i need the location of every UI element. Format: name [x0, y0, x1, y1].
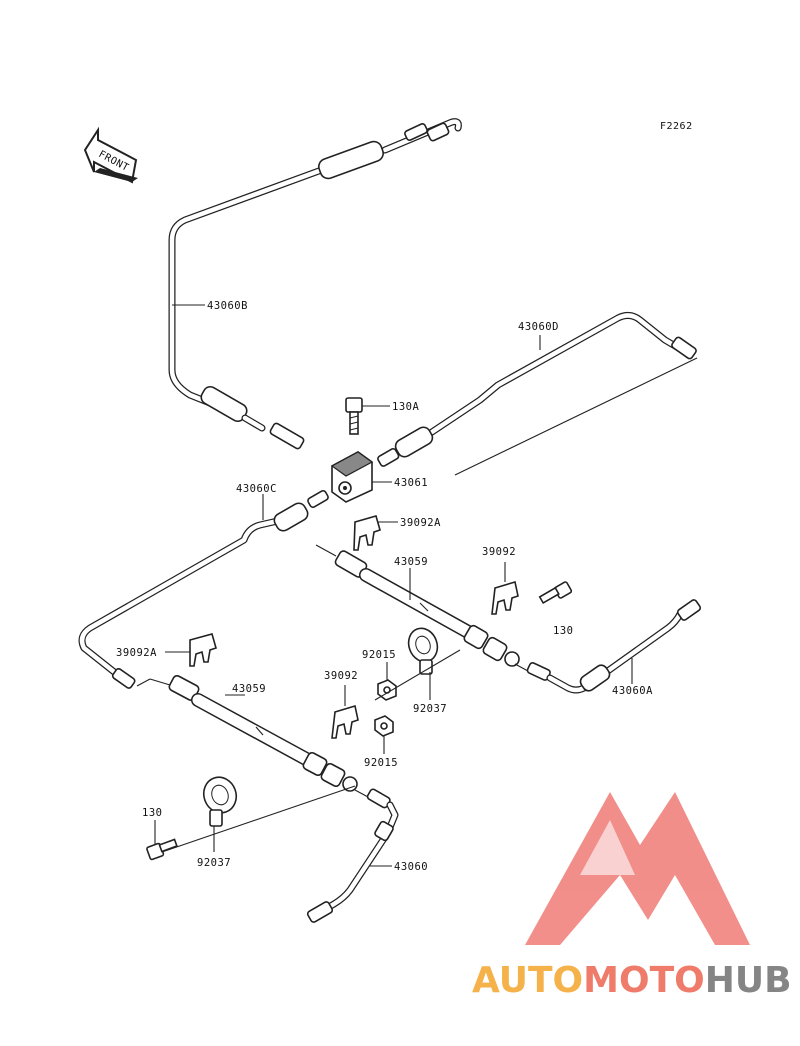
- label-bolt-130-lower: 130: [142, 807, 162, 819]
- bolt-130-lower: [146, 838, 178, 861]
- label-clip-39092a-top: 39092A: [400, 517, 441, 529]
- label-hose-43060a: 43060A: [612, 685, 653, 697]
- front-arrow-icon: FRONT: [83, 126, 138, 184]
- label-hose-43060c: 43060C: [236, 483, 277, 495]
- label-hose-43059-lower: 43059: [232, 683, 266, 695]
- watermark-triangle-logo: [525, 792, 750, 945]
- bolt-130-upper: [538, 581, 573, 605]
- hose-43059-upper: [315, 544, 520, 667]
- hose-43059-lower: [136, 674, 358, 792]
- clamp-92037-lower: [202, 776, 238, 827]
- watermark-auto: AUTO: [472, 960, 583, 1001]
- label-bolt-130-upper: 130: [553, 625, 573, 637]
- hose-43060c: [78, 489, 329, 689]
- svg-text:AUTOMOTOHUB: AUTOMOTOHUB: [472, 960, 792, 1001]
- label-clip-39092-upper: 39092: [482, 546, 516, 558]
- label-clamp-92037-upper: 92037: [413, 703, 447, 715]
- label-hose-43060d: 43060D: [518, 321, 559, 333]
- label-nut-92015-lower: 92015: [364, 757, 398, 769]
- watermark-hub: HUB: [705, 960, 792, 1001]
- label-clamp-92037-lower: 92037: [197, 857, 231, 869]
- label-clip-39092-lower: 39092: [324, 670, 358, 682]
- label-hose-43059-upper: 43059: [394, 556, 428, 568]
- clip-39092a-top: [353, 515, 381, 551]
- clip-39092-upper: [491, 580, 519, 615]
- label-clip-39092a-left: 39092A: [116, 647, 157, 659]
- label-joint-43061: 43061: [394, 477, 428, 489]
- watermark-moto: MOTO: [583, 960, 705, 1001]
- joint-43061: [330, 451, 374, 503]
- label-bolt-130a: 130A: [392, 401, 419, 413]
- clip-39092-lower: [331, 704, 359, 739]
- label-hose-43060: 43060: [394, 861, 428, 873]
- hose-43060b: [168, 118, 462, 450]
- clamp-92037-upper: [407, 627, 439, 675]
- bolt-130a: [345, 397, 363, 435]
- automotohub-watermark: AUTOMOTOHUB: [472, 792, 792, 1001]
- nut-92015-lower: [374, 715, 394, 737]
- hose-43060d: [377, 311, 697, 467]
- figure-id: F2262: [660, 121, 693, 132]
- hose-43060a: [514, 599, 702, 694]
- label-nut-92015-upper: 92015: [362, 649, 396, 661]
- hose-43060: [306, 788, 399, 923]
- label-hose-43060b: 43060B: [207, 300, 248, 312]
- clip-39092a-left: [189, 633, 217, 667]
